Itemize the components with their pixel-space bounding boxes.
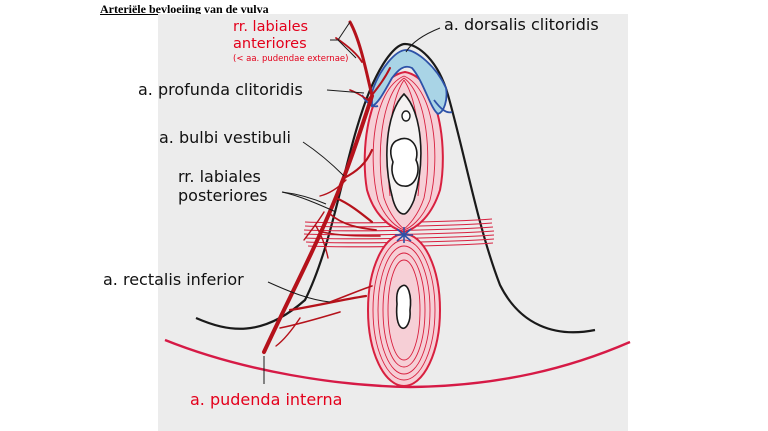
label-a-dorsalis-clitoridis: a. dorsalis clitoridis xyxy=(444,15,599,34)
slide-title: Arteriële bevloeiing van de vulva xyxy=(100,2,269,16)
label-rr-labiales-posteriores-line2: posteriores xyxy=(178,186,268,205)
bulbospongiosus-muscle xyxy=(363,70,444,234)
perineal-body xyxy=(395,227,413,243)
label-a-profunda-clitoridis: a. profunda clitoridis xyxy=(138,80,303,99)
perineum-outline xyxy=(195,42,596,334)
label-rr-labiales-posteriores-line1: rr. labiales xyxy=(178,167,261,186)
artery-labiales-posteriores xyxy=(334,196,374,224)
rr-labiales-anteriores-line2: anteriores xyxy=(233,36,307,52)
anal-orifice xyxy=(395,284,412,330)
rr-labiales-anteriores-note: (< aa. pudendae externae) xyxy=(233,54,348,64)
label-a-rectalis-inferior: a. rectalis inferior xyxy=(103,270,244,289)
label-a-pudenda-interna: a. pudenda interna xyxy=(190,390,342,409)
urethral-orifice xyxy=(401,110,411,122)
artery-labiales-anteriores xyxy=(348,20,374,98)
label-a-bulbi-vestibuli: a. bulbi vestibuli xyxy=(159,128,291,147)
vaginal-orifice xyxy=(390,137,419,187)
arteries xyxy=(262,20,391,354)
thigh-curve xyxy=(164,338,631,389)
leader-lines xyxy=(263,21,441,384)
artery-bulbi-vestibuli xyxy=(342,148,374,180)
rr-labiales-anteriores-label: rr. labiales anteriores (< aa. pudendae … xyxy=(233,19,348,64)
artery-pudenda-interna xyxy=(262,94,374,354)
artery-rectalis-inferior xyxy=(288,294,368,312)
external-anal-sphincter xyxy=(367,233,441,387)
rr-labiales-anteriores-line1: rr. labiales xyxy=(233,19,308,35)
